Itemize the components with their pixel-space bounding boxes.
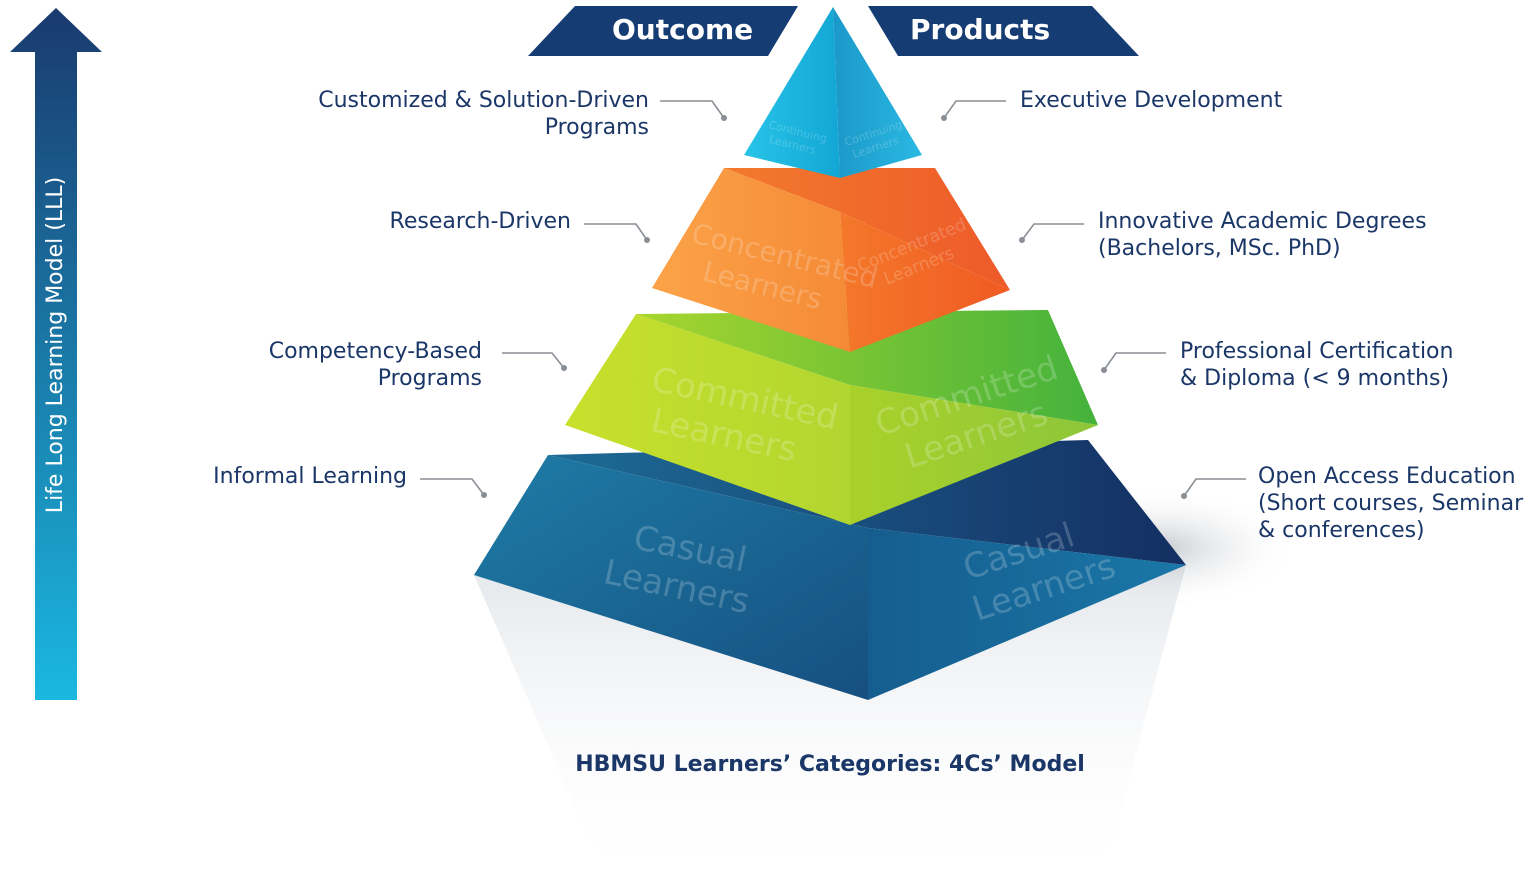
connector-customized xyxy=(660,100,725,119)
connector-dot xyxy=(721,115,727,121)
connector-dot xyxy=(481,492,487,498)
connector-dot xyxy=(1019,237,1025,243)
product-label-professional: Professional Certification& Diploma (< 9… xyxy=(1180,339,1454,391)
connector-innovative xyxy=(1021,223,1084,241)
products-banner-label: Products xyxy=(910,13,1051,46)
product-label-executive: Executive Development xyxy=(1020,88,1283,113)
lifelong-learning-label: Life Long Learning Model (LLL) xyxy=(43,176,68,514)
connector-open-access xyxy=(1183,478,1246,497)
continuing-tier-right-face xyxy=(833,7,922,178)
pyramid-reflection xyxy=(474,565,1186,888)
concentrated-tier-right-face xyxy=(840,212,1010,352)
connector-professional xyxy=(1103,352,1166,371)
connector-research xyxy=(584,223,648,241)
committed-tier-right-face xyxy=(850,385,1098,525)
lifelong-learning-arrow xyxy=(10,8,102,700)
connector-dot xyxy=(561,365,567,371)
concentrated-tier-left-face xyxy=(652,168,850,352)
casual-tier-right-face xyxy=(868,528,1186,700)
committed-tier-top xyxy=(636,310,1098,425)
continuing-tier-left-face xyxy=(744,7,840,178)
connector-dot xyxy=(1181,493,1187,499)
connector-informal xyxy=(420,478,485,496)
connector-dot xyxy=(644,237,650,243)
outcome-label-informal: Informal Learning xyxy=(213,464,407,489)
connector-executive xyxy=(943,100,1006,119)
product-label-innovative: Innovative Academic Degrees(Bachelors, M… xyxy=(1098,209,1427,261)
product-label-open-access: Open Access Education(Short courses, Sem… xyxy=(1258,464,1524,543)
outcome-banner-label: Outcome xyxy=(612,13,754,46)
outcome-label-research: Research-Driven xyxy=(389,209,571,234)
products-banner xyxy=(868,6,1139,56)
concentrated-tier-top xyxy=(724,168,1010,290)
committed-tier-left-face xyxy=(565,314,850,525)
outcome-banner xyxy=(528,6,798,56)
connector-dot xyxy=(941,115,947,121)
casual-tier-left-face xyxy=(474,455,868,700)
connector-competency xyxy=(502,352,565,369)
diagram-caption: HBMSU Learners’ Categories: 4Cs’ Model xyxy=(575,752,1085,777)
connector-dot xyxy=(1101,367,1107,373)
